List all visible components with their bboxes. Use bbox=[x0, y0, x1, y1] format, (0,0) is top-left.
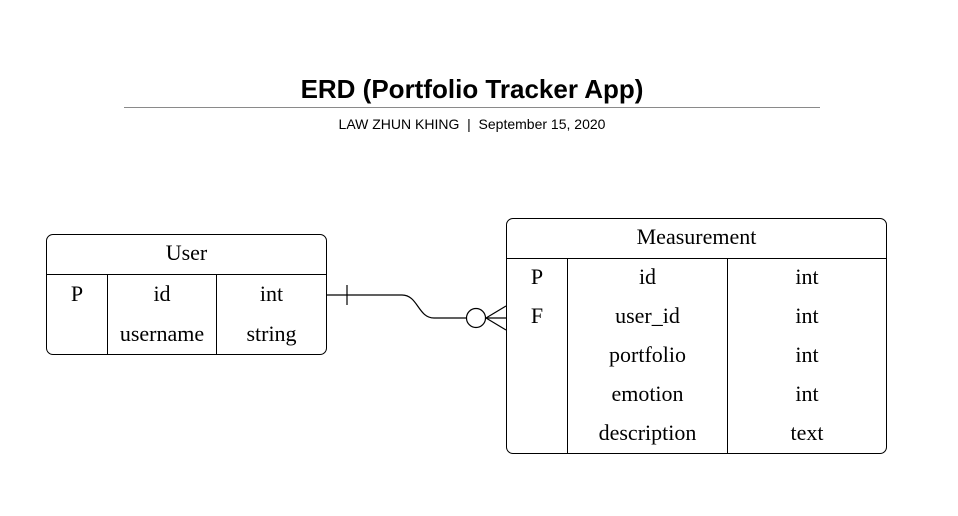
measurement-type-column: int int int int text bbox=[727, 259, 886, 453]
entity-measurement[interactable]: Measurement P F id user_id portfolio emo… bbox=[506, 218, 887, 454]
diagram-title: ERD (Portfolio Tracker App) bbox=[300, 74, 644, 104]
entity-measurement-name: Measurement bbox=[507, 219, 886, 259]
title-divider bbox=[124, 107, 820, 108]
user-row-1-type: string bbox=[246, 321, 297, 346]
relationship-line bbox=[327, 294, 466, 319]
user-row-0-field: id bbox=[153, 281, 171, 306]
user-key-column: P bbox=[47, 275, 107, 354]
entity-user-attributes: P id username int string bbox=[47, 275, 326, 354]
many-cardinality-crowfoot-icon bbox=[485, 305, 507, 331]
measurement-row-0-key: P bbox=[530, 264, 544, 289]
measurement-row-1-field: user_id bbox=[615, 303, 680, 328]
measurement-row-4-field: description bbox=[598, 420, 697, 445]
measurement-row-3-field: emotion bbox=[611, 381, 684, 406]
measurement-row-3-type: int bbox=[795, 381, 819, 406]
measurement-key-column: P F bbox=[507, 259, 567, 453]
entity-user-name: User bbox=[47, 235, 326, 275]
user-field-column: id username bbox=[107, 275, 216, 354]
measurement-row-2-field: portfolio bbox=[609, 342, 686, 367]
measurement-row-4-type: text bbox=[790, 420, 824, 445]
measurement-field-column: id user_id portfolio emotion description bbox=[567, 259, 727, 453]
entity-user[interactable]: User P id username int string bbox=[46, 234, 327, 355]
entity-measurement-attributes: P F id user_id portfolio emotion descrip… bbox=[507, 259, 886, 453]
measurement-row-1-type: int bbox=[795, 303, 819, 328]
measurement-row-0-type: int bbox=[795, 264, 819, 289]
measurement-row-0-field: id bbox=[638, 264, 657, 289]
user-row-1-field: username bbox=[119, 321, 205, 346]
measurement-row-2-type: int bbox=[795, 342, 819, 367]
zero-cardinality-circle-icon bbox=[465, 307, 487, 329]
user-type-column: int string bbox=[216, 275, 326, 354]
diagram-subtitle: LAW ZHUN KHING | September 15, 2020 bbox=[338, 116, 606, 132]
measurement-row-1-key: F bbox=[530, 303, 544, 328]
user-row-0-key: P bbox=[70, 281, 84, 306]
user-row-0-type: int bbox=[259, 281, 284, 306]
